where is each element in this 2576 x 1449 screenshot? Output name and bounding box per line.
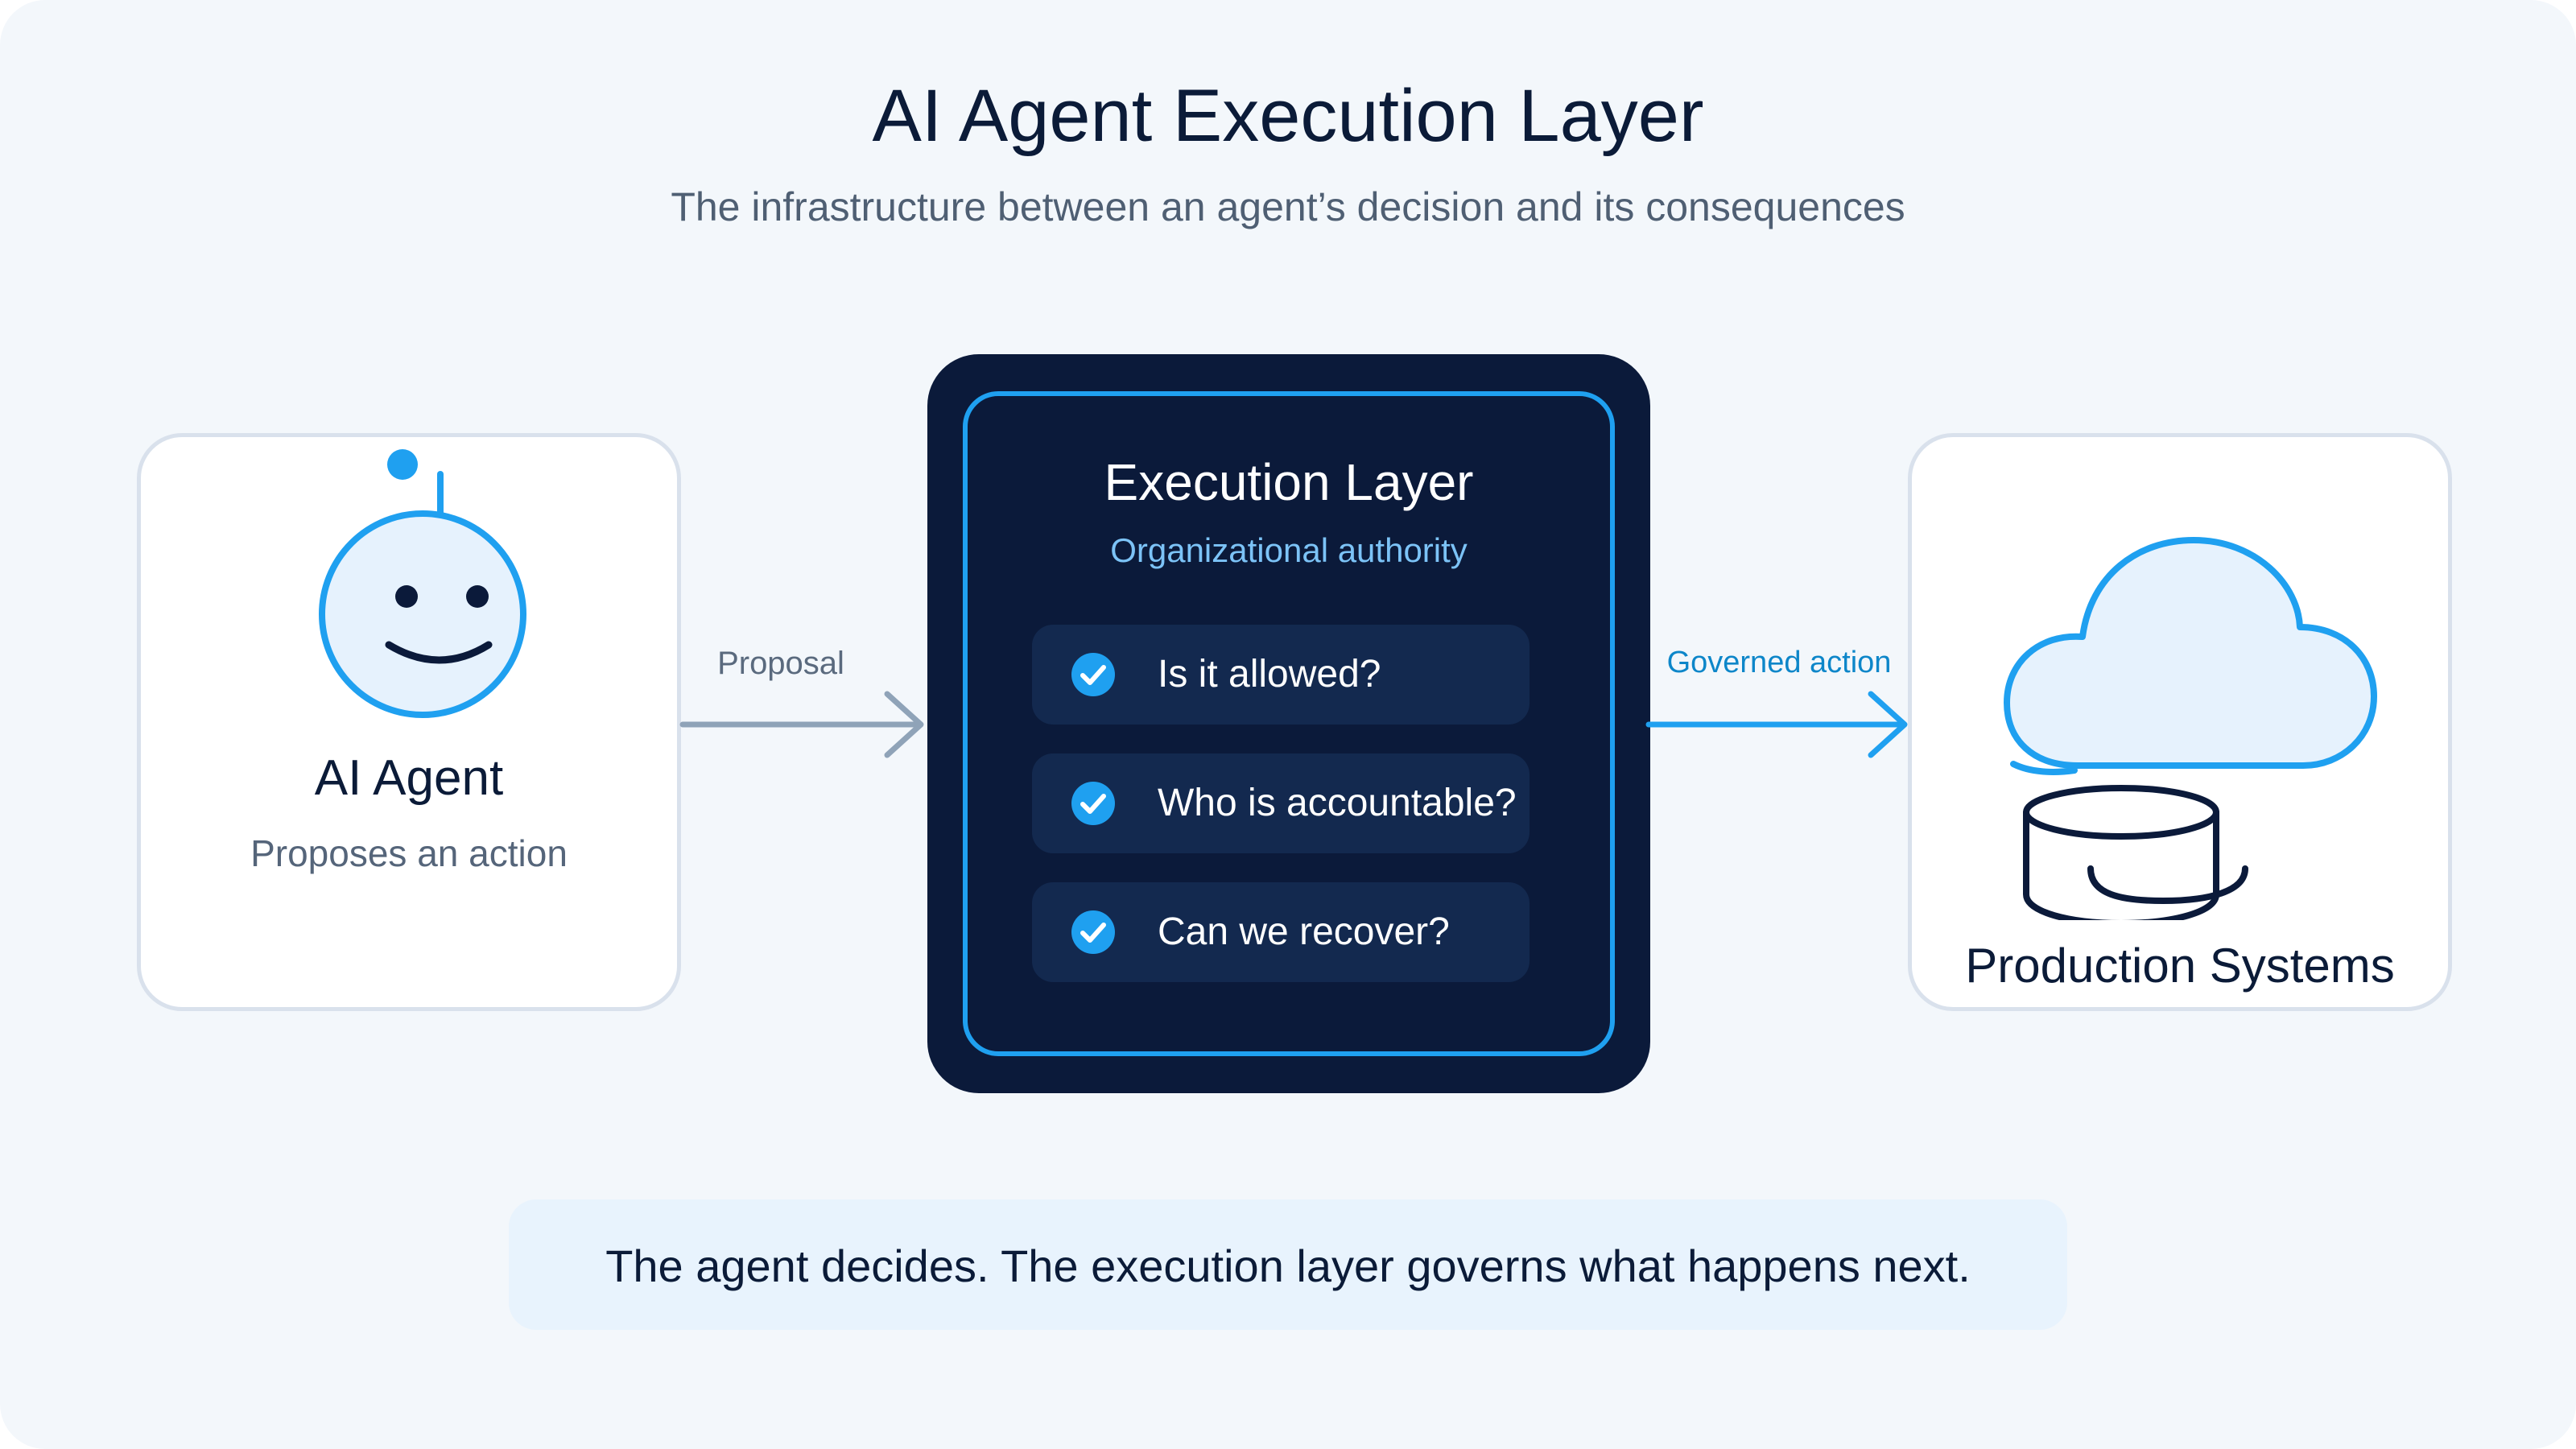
production-systems-card: Production Systems — [1908, 433, 2452, 1011]
execution-layer-inner: Execution Layer Organizational authority… — [963, 391, 1615, 1056]
cloud-database-icon — [2004, 537, 2377, 920]
check-circle-icon — [1071, 782, 1115, 825]
governed-action-arrow-icon — [1645, 691, 1908, 758]
footer-callout: The agent decides. The execution layer g… — [509, 1199, 2067, 1330]
check-circle-icon — [1071, 653, 1115, 696]
execution-layer-subtitle: Organizational authority — [1110, 531, 1468, 569]
agent-card: AI Agent Proposes an action — [137, 433, 681, 1011]
production-systems-title: Production Systems — [1965, 939, 2395, 993]
check-item-recover: Can we recover? — [1032, 882, 1530, 982]
execution-layer-panel: Execution Layer Organizational authority… — [927, 354, 1650, 1093]
check-label: Who is accountable? — [1158, 782, 1517, 824]
agent-title: AI Agent — [314, 750, 504, 806]
proposal-arrow-icon — [679, 691, 924, 758]
check-item-accountable: Who is accountable? — [1032, 753, 1530, 853]
check-label: Can we recover? — [1158, 910, 1450, 953]
check-item-allowed: Is it allowed? — [1032, 625, 1530, 724]
page-subtitle: The infrastructure between an agent’s de… — [671, 184, 1905, 229]
proposal-label: Proposal — [717, 646, 844, 681]
check-circle-icon — [1071, 910, 1115, 954]
execution-layer-title: Execution Layer — [1104, 453, 1474, 511]
footer-text: The agent decides. The execution layer g… — [605, 1241, 1971, 1291]
page-title: AI Agent Execution Layer — [872, 75, 1704, 157]
governed-action-label: Governed action — [1666, 646, 1892, 679]
agent-subtitle: Proposes an action — [250, 832, 568, 874]
check-label: Is it allowed? — [1158, 653, 1381, 696]
robot-face-icon — [319, 449, 526, 718]
